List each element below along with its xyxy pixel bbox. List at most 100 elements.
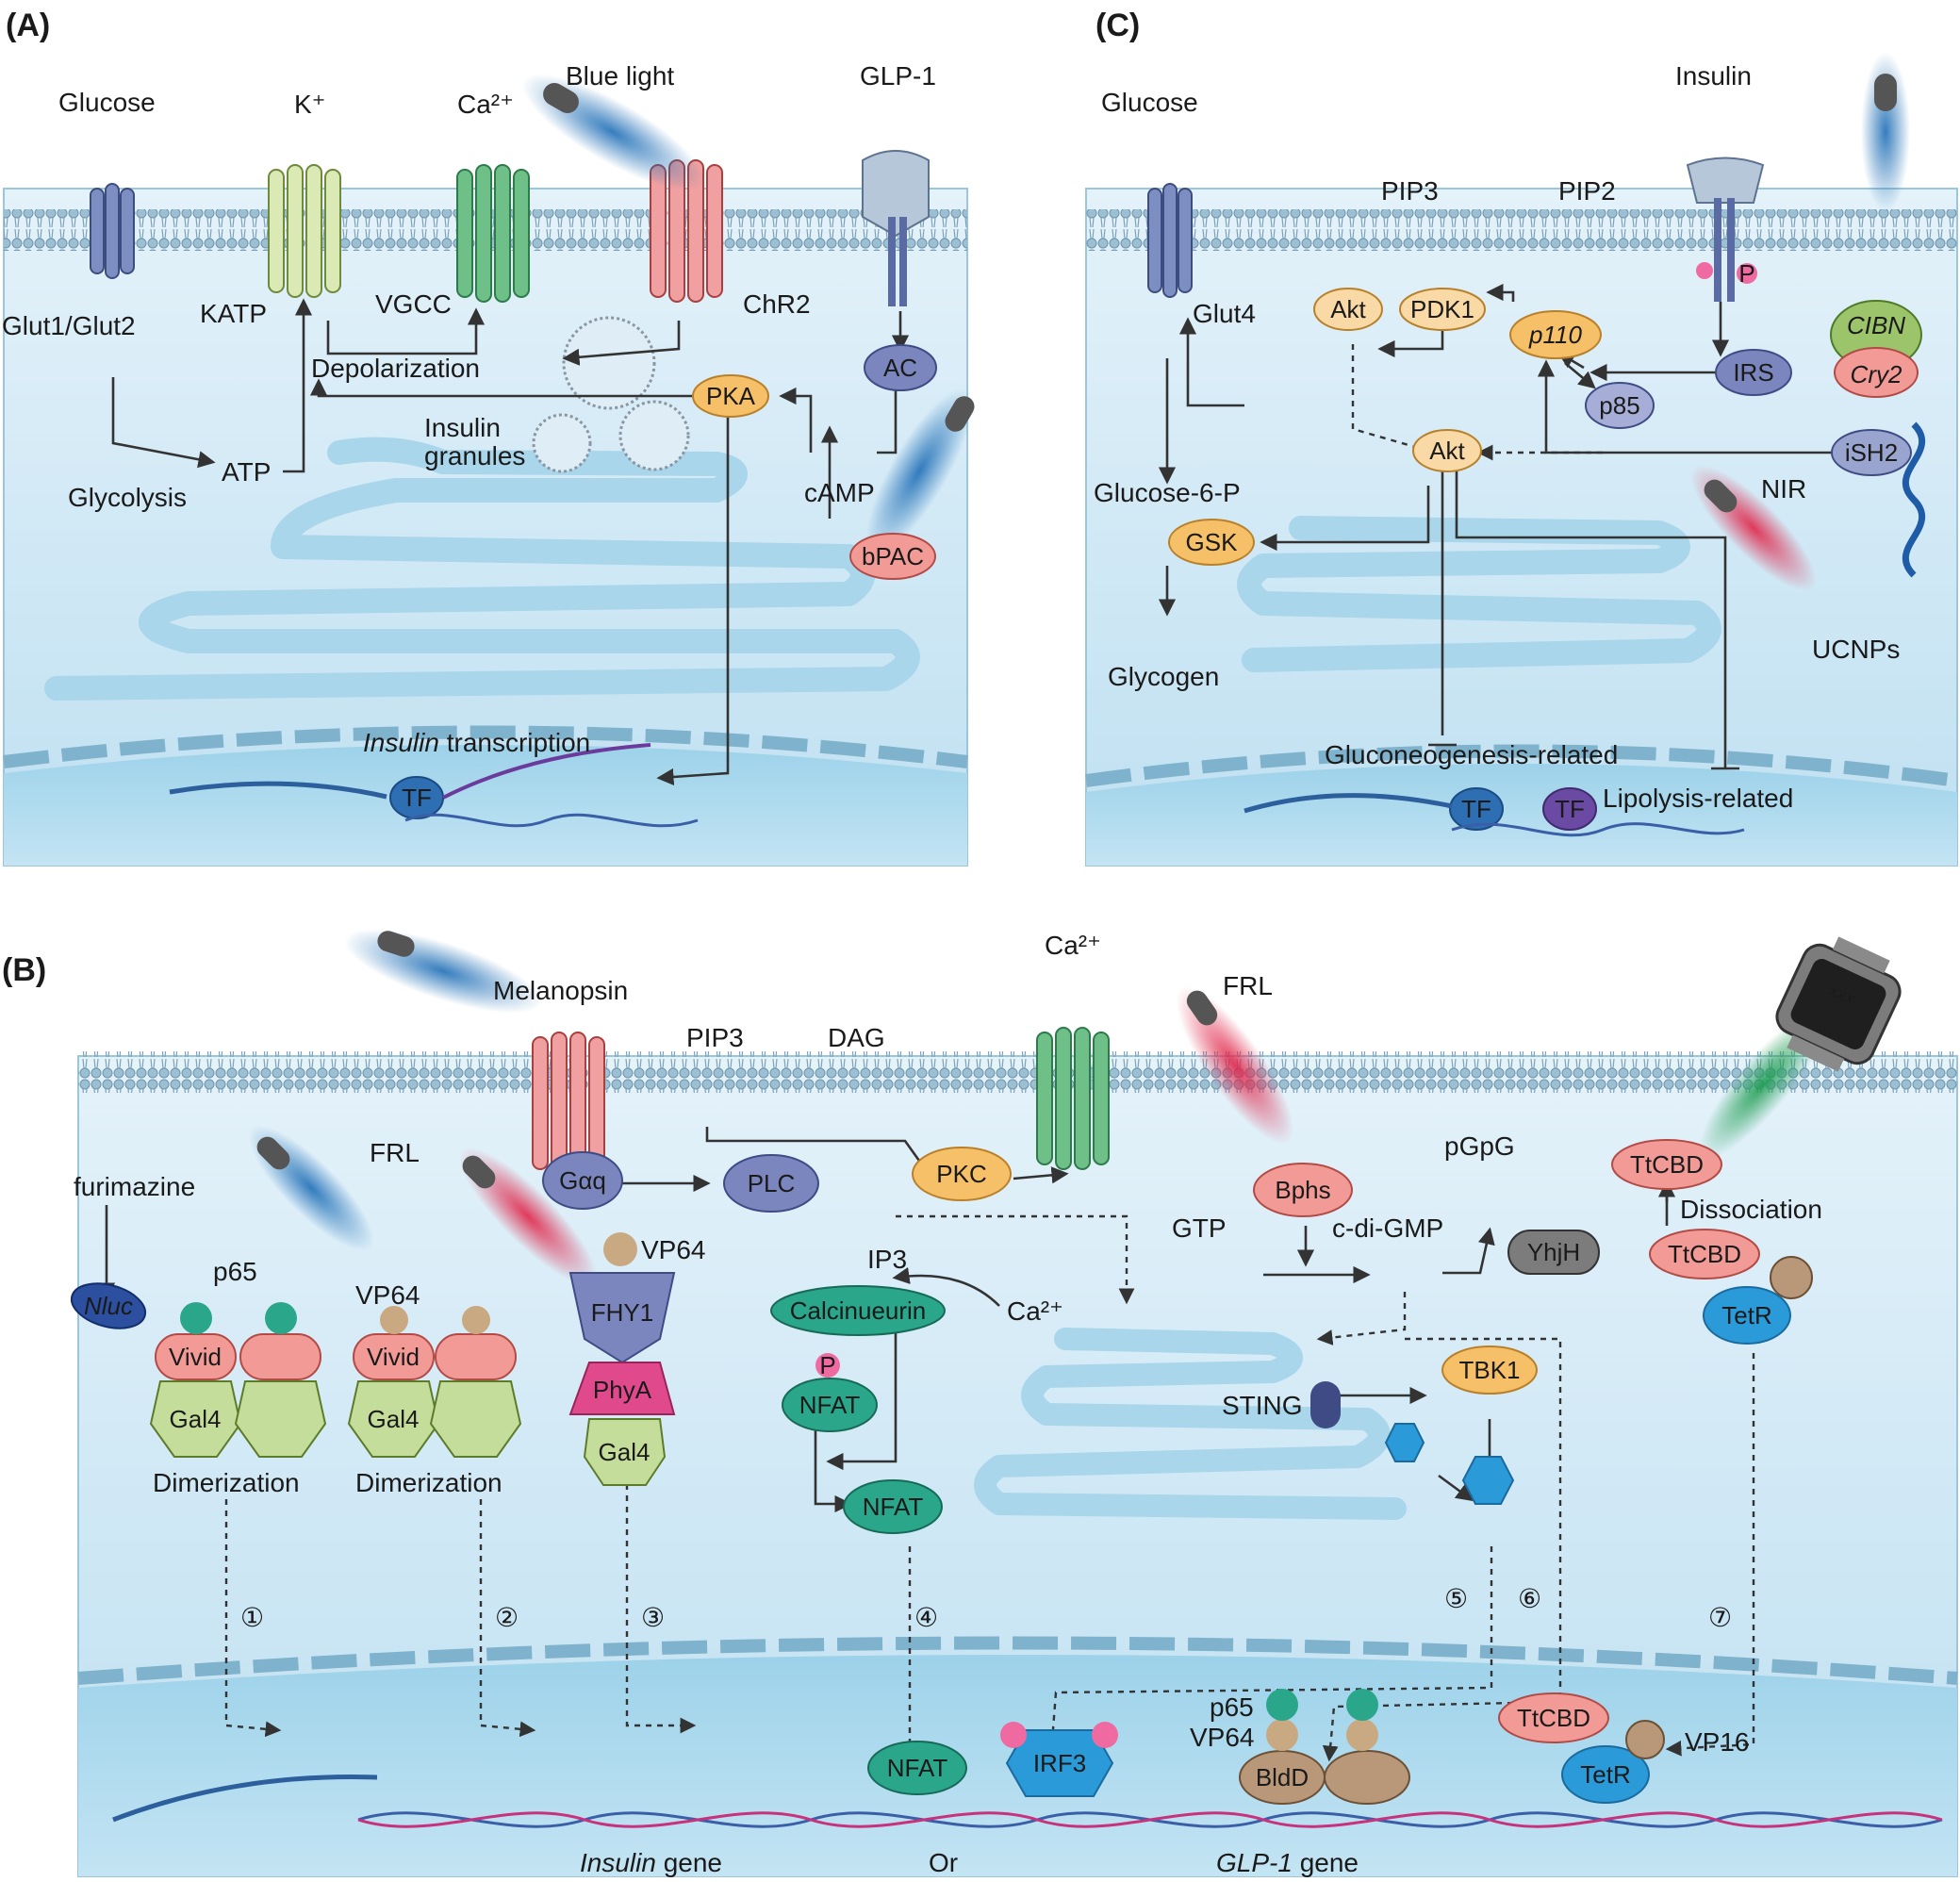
panel-c-membrane — [1086, 209, 1957, 251]
panel-b-nuclear-envelope — [77, 1636, 1958, 1685]
tf-node-c1 — [1449, 787, 1504, 831]
panel-b-arrows — [97, 1127, 1755, 1791]
sting-icon — [1310, 1381, 1341, 1428]
phospho-icon — [1737, 263, 1757, 284]
panel-a-er — [44, 437, 920, 701]
light-source-icon — [945, 396, 975, 432]
ish2-node — [1831, 429, 1912, 476]
ttcbd-node-1 — [1611, 1139, 1722, 1190]
akt-label-1: Akt — [1330, 295, 1366, 323]
transcription-word: transcription — [439, 728, 590, 757]
yhjh-node — [1507, 1230, 1600, 1275]
vp64-label-nucleus: VP64 — [1190, 1723, 1255, 1752]
panel-b-membrane — [78, 1051, 1957, 1093]
irs-label: IRS — [1733, 358, 1773, 387]
panel-b: XXX — [2, 929, 1958, 1877]
nir-label: NIR — [1761, 474, 1806, 504]
ttcbd-node-2 — [1649, 1229, 1760, 1279]
nfat-node-3 — [867, 1741, 967, 1795]
pkc-node — [912, 1147, 1012, 1201]
pdk1-node — [1399, 288, 1486, 331]
glp1-label: GLP-1 — [860, 61, 936, 91]
glucose-label-c: Glucose — [1101, 88, 1198, 117]
plc-node — [723, 1154, 819, 1213]
gaq-label: Gαq — [559, 1166, 606, 1195]
vivid-label-1: Vivid — [169, 1343, 222, 1371]
frl-beam-top — [1176, 986, 1294, 1145]
ip3-label: IP3 — [867, 1245, 907, 1274]
ttcbd-label-1: TtCBD — [1630, 1150, 1704, 1179]
p65-label-nucleus: p65 — [1210, 1692, 1254, 1722]
gal4-label-3: Gal4 — [599, 1438, 651, 1466]
mrna-icon — [442, 743, 651, 800]
light-source-icon — [462, 1155, 496, 1189]
phospho-label-b: P — [819, 1351, 835, 1379]
bldd-label: BldD — [1256, 1763, 1309, 1791]
katp-label: KATP — [200, 299, 267, 328]
ca-er-label: Ca²⁺ — [1007, 1296, 1063, 1326]
frl-label-left: FRL — [370, 1138, 420, 1167]
insulin-italic: Insulin — [363, 728, 439, 757]
k-ion-label: K⁺ — [294, 90, 325, 119]
glut4-transporter — [1147, 183, 1193, 298]
panel-c-nucleus — [1086, 764, 1957, 866]
depolarization-label: Depolarization — [311, 354, 480, 383]
dimerization-label-2: Dimerization — [355, 1468, 502, 1497]
glp1-gene-italic: GLP-1 — [1216, 1848, 1293, 1877]
pathway-7: ⑦ — [1708, 1603, 1732, 1632]
pathway-4: ④ — [914, 1603, 938, 1632]
dna-helix-icon — [404, 813, 699, 828]
panel-c: (C) Glucose Insulin PIP3 PIP2 Glut4 Akt … — [1085, 8, 1958, 867]
p65-bead-icon — [1266, 1689, 1298, 1721]
tetr-node-2 — [1561, 1745, 1650, 1804]
gsk-node — [1168, 519, 1255, 566]
bldd-node-b — [1324, 1750, 1410, 1805]
pip2-label: PIP2 — [1558, 176, 1616, 206]
bphs-node — [1253, 1163, 1353, 1217]
dna-coil-icon — [1244, 793, 1453, 814]
bphs-label: Bphs — [1275, 1176, 1330, 1204]
phya-node — [568, 1362, 676, 1415]
camp-label: cAMP — [804, 478, 875, 507]
or-label: Or — [929, 1848, 958, 1877]
dag-label: DAG — [828, 1023, 885, 1052]
nfat-node-2 — [843, 1479, 943, 1534]
light-source-icon — [256, 1136, 290, 1170]
gluconeogenesis-label: Gluconeogenesis-related — [1325, 740, 1618, 769]
panel-a-arrows — [111, 298, 910, 786]
nfat-node-1 — [782, 1378, 878, 1432]
pathway-6: ⑥ — [1518, 1584, 1541, 1613]
vp16-bead-icon — [1770, 1256, 1813, 1299]
tetr-node-1 — [1703, 1286, 1791, 1345]
light-source-icon — [377, 931, 415, 957]
tf-label-c1: TF — [1461, 795, 1491, 823]
pdk1-label: PDK1 — [1410, 295, 1474, 323]
pip3-label-b: PIP3 — [686, 1023, 744, 1052]
glp1-receptor — [862, 150, 930, 306]
vp64-bead-icon — [1266, 1719, 1298, 1751]
dimerization-label-1: Dimerization — [153, 1468, 300, 1497]
glut12-label: Glut1/Glut2 — [2, 311, 136, 340]
vivid-node-1 — [155, 1333, 237, 1380]
gal4-node-3 — [583, 1418, 667, 1486]
gal4-node-2 — [347, 1380, 440, 1458]
gsk-label: GSK — [1186, 528, 1239, 556]
irf3-hex-small-icon — [1384, 1423, 1425, 1462]
ca-ion-label-b: Ca²⁺ — [1045, 931, 1101, 960]
dna-helix-icon — [1451, 822, 1745, 837]
vgcc-label: VGCC — [375, 289, 452, 319]
pathway-5: ⑤ — [1444, 1584, 1468, 1613]
glut12-transporter — [90, 183, 135, 279]
blue-light-beam-bpac — [865, 388, 973, 554]
light-source-icon — [543, 83, 579, 113]
pathway-2: ② — [495, 1603, 519, 1632]
dna-helix-strand-icon — [357, 1811, 1943, 1828]
dissociation-label: Dissociation — [1680, 1195, 1822, 1224]
cdigmp-label: c-di-GMP — [1332, 1213, 1443, 1243]
panel-a-tag: (A) — [6, 8, 50, 43]
gal4-node-2b — [429, 1380, 522, 1458]
nfat-label-1: NFAT — [799, 1391, 861, 1419]
insulin-gene-word: gene — [656, 1848, 722, 1877]
smartwatch-icon — [1775, 936, 1902, 1072]
melanopsin-receptor — [532, 1032, 605, 1175]
